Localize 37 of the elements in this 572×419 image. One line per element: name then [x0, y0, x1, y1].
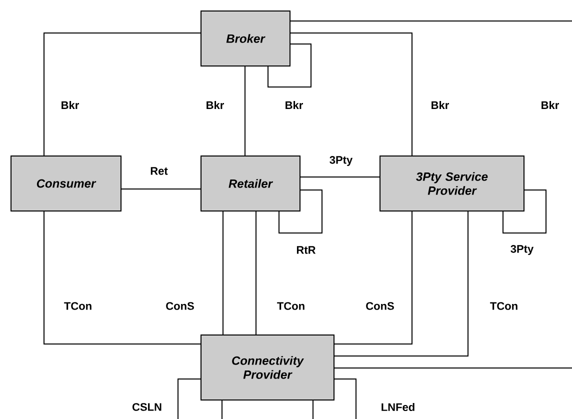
connector-line [300, 176, 380, 178]
edge-label: TCon [62, 301, 94, 311]
edge-label: 3Pty [328, 155, 354, 167]
connector-line [121, 188, 201, 190]
role-box: 3Pty Service Provider [380, 156, 524, 212]
connector-line [290, 32, 412, 156]
role-box: Retailer [200, 156, 300, 212]
connector-line [222, 211, 224, 335]
connector-line [502, 190, 546, 234]
edge-label: Ret [149, 166, 169, 176]
edge-label: TCon [488, 301, 520, 311]
edge-label: RtR [295, 245, 317, 255]
edge-label: Bkr [60, 100, 80, 110]
connector-line [334, 211, 412, 344]
edge-label: CSLN [131, 402, 163, 412]
role-box: Consumer [10, 156, 122, 212]
edge-label: ConS [364, 301, 396, 311]
connector-line [44, 32, 201, 156]
connector-line [244, 66, 246, 156]
role-box: Connectivity Provider [200, 334, 334, 400]
connector-line [278, 190, 322, 234]
connector-line [290, 20, 572, 22]
connector-line [312, 400, 314, 419]
role-box: Broker [200, 10, 290, 66]
connector-line [44, 211, 201, 344]
line-label: Bkr [542, 101, 559, 109]
connector-line [334, 378, 356, 419]
connector-line [268, 44, 312, 88]
edge-label: LNFed [380, 402, 416, 412]
connector-line [178, 378, 201, 419]
edge-label: Bkr [430, 100, 450, 110]
edge-label: 3Pty [509, 244, 535, 256]
edge-label: ConS [164, 301, 196, 311]
connector-line [334, 211, 468, 356]
edge-label: Bkr [284, 100, 304, 110]
edge-label: TCon [276, 301, 306, 311]
edge-label: Bkr [204, 100, 226, 110]
